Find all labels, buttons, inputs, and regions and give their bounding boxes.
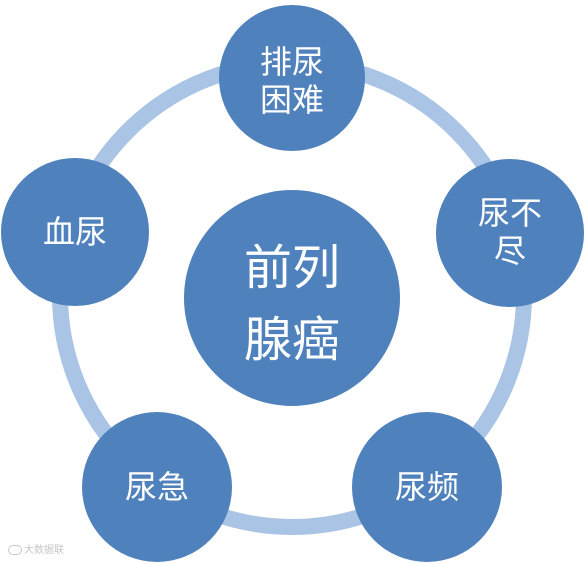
node-label-urgent-urination: 尿急 [125, 468, 189, 506]
node-label-difficulty-urinating-line2: 困难 [260, 81, 324, 119]
node-label-incomplete-voiding-line1: 尿不 [478, 194, 542, 232]
watermark-text: 大数据联 [24, 545, 64, 556]
watermark-logo-icon [8, 545, 22, 555]
node-label-incomplete-voiding-line2: 尽 [494, 232, 526, 270]
node-label-difficulty-urinating-line1: 排尿 [260, 43, 324, 81]
node-circle-frequent-urination [352, 412, 502, 562]
center-label-line1: 前列 [244, 240, 340, 296]
node-circle-incomplete-voiding [436, 159, 584, 307]
center-label-line2: 腺癌 [244, 312, 340, 368]
node-circle-urgent-urination [82, 412, 232, 562]
node-circle-hematuria [1, 158, 149, 306]
node-circle-difficulty-urinating [219, 5, 365, 151]
node-label-frequent-urination: 尿频 [395, 468, 459, 506]
node-label-hematuria: 血尿 [43, 213, 107, 251]
center-circle [184, 190, 400, 406]
watermark: 大数据联 [8, 541, 64, 556]
